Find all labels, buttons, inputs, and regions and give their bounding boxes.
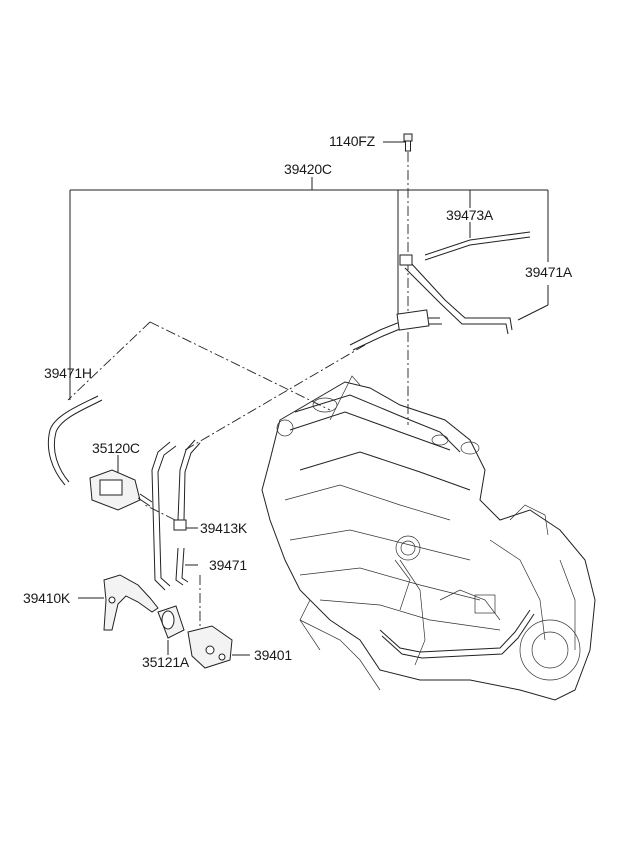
label-39420C: 39420C — [284, 161, 332, 177]
bolt-icon — [403, 133, 413, 152]
label-1140FZ: 1140FZ — [329, 133, 376, 149]
vacuum-hose-assembly — [349, 231, 531, 351]
label-35121A: 35121A — [142, 654, 190, 670]
label-39471A: 39471A — [525, 264, 573, 280]
solenoid-valve-39401 — [187, 625, 233, 669]
leader-lines — [69, 141, 549, 656]
bracket-39410K — [103, 574, 159, 631]
label-39401: 39401 — [254, 647, 292, 663]
label-39413K: 39413K — [200, 520, 248, 536]
center-hoses — [151, 439, 201, 591]
label-35120C: 35120C — [92, 440, 140, 456]
label-39471: 39471 — [209, 557, 247, 573]
label-39410K: 39410K — [23, 590, 71, 606]
label-39471H: 39471H — [44, 365, 92, 381]
rubber-boot-35121A — [157, 605, 185, 639]
engine-block — [261, 375, 596, 701]
hose-39471H — [47, 395, 103, 486]
label-39473A: 39473A — [446, 207, 494, 223]
purge-solenoid — [89, 469, 153, 511]
